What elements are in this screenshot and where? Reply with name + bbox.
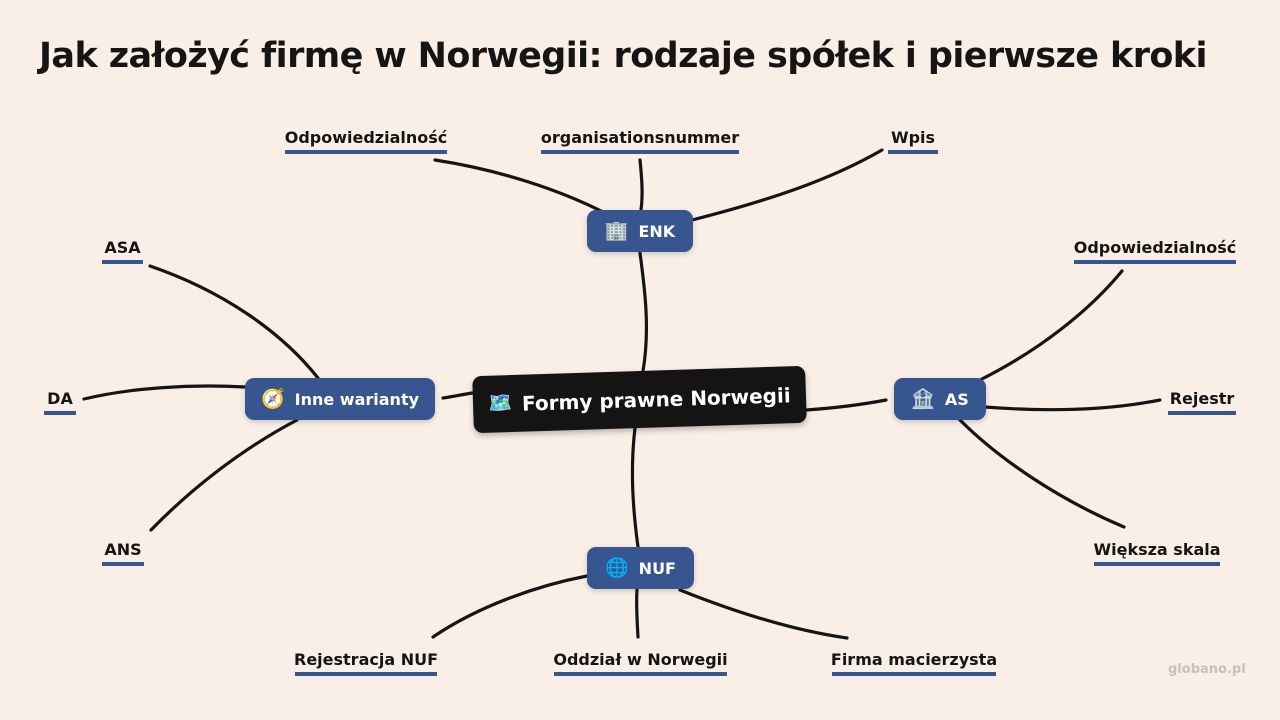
leaf-as-rejestr[interactable]: Rejestr bbox=[1168, 385, 1236, 415]
leaf-nuf-oddzial[interactable]: Oddział w Norwegii bbox=[553, 646, 728, 676]
leaf-as-odpowiedzialnosc[interactable]: Odpowiedzialność bbox=[1074, 234, 1236, 264]
compass-icon: 🧭 bbox=[260, 387, 285, 410]
branch-node-inne-warianty[interactable]: 🧭 Inne warianty bbox=[245, 378, 435, 420]
leaf-inne-da[interactable]: DA bbox=[44, 385, 76, 415]
source-watermark: globano.pl bbox=[1168, 662, 1246, 677]
leaf-inne-ans[interactable]: ANS bbox=[102, 536, 144, 566]
bank-icon: 🏦 bbox=[911, 387, 935, 410]
leaf-nuf-rejestracja[interactable]: Rejestracja NUF bbox=[294, 646, 438, 676]
branch-node-enk[interactable]: 🏢 ENK bbox=[587, 210, 693, 252]
branch-label-nuf: NUF bbox=[638, 558, 676, 578]
branch-label-as: AS bbox=[944, 389, 969, 409]
central-topic-node[interactable]: 🗺️ Formy prawne Norwegii bbox=[472, 365, 807, 434]
leaf-enk-organisationsnummer[interactable]: organisationsnummer bbox=[541, 124, 739, 154]
office-building-icon: 🏢 bbox=[604, 219, 629, 242]
leaf-nuf-firma-macierzysta[interactable]: Firma macierzysta bbox=[831, 646, 997, 676]
map-icon: 🗺️ bbox=[488, 392, 513, 415]
leaf-as-wieksza-skala[interactable]: Większa skala bbox=[1093, 536, 1221, 566]
central-topic-label: Formy prawne Norwegii bbox=[521, 382, 791, 416]
leaf-enk-odpowiedzialnosc[interactable]: Odpowiedzialność bbox=[285, 124, 447, 154]
branch-label-inne-warianty: Inne warianty bbox=[294, 389, 420, 409]
leaf-inne-asa[interactable]: ASA bbox=[102, 234, 143, 264]
branch-node-nuf[interactable]: 🌐 NUF bbox=[587, 547, 694, 589]
branch-label-enk: ENK bbox=[638, 221, 676, 241]
globe-icon: 🌐 bbox=[605, 556, 629, 579]
branch-node-as[interactable]: 🏦 AS bbox=[894, 378, 986, 420]
page-title: Jak założyć firmę w Norwegii: rodzaje sp… bbox=[39, 36, 1207, 76]
leaf-enk-wpis[interactable]: Wpis bbox=[888, 124, 938, 154]
